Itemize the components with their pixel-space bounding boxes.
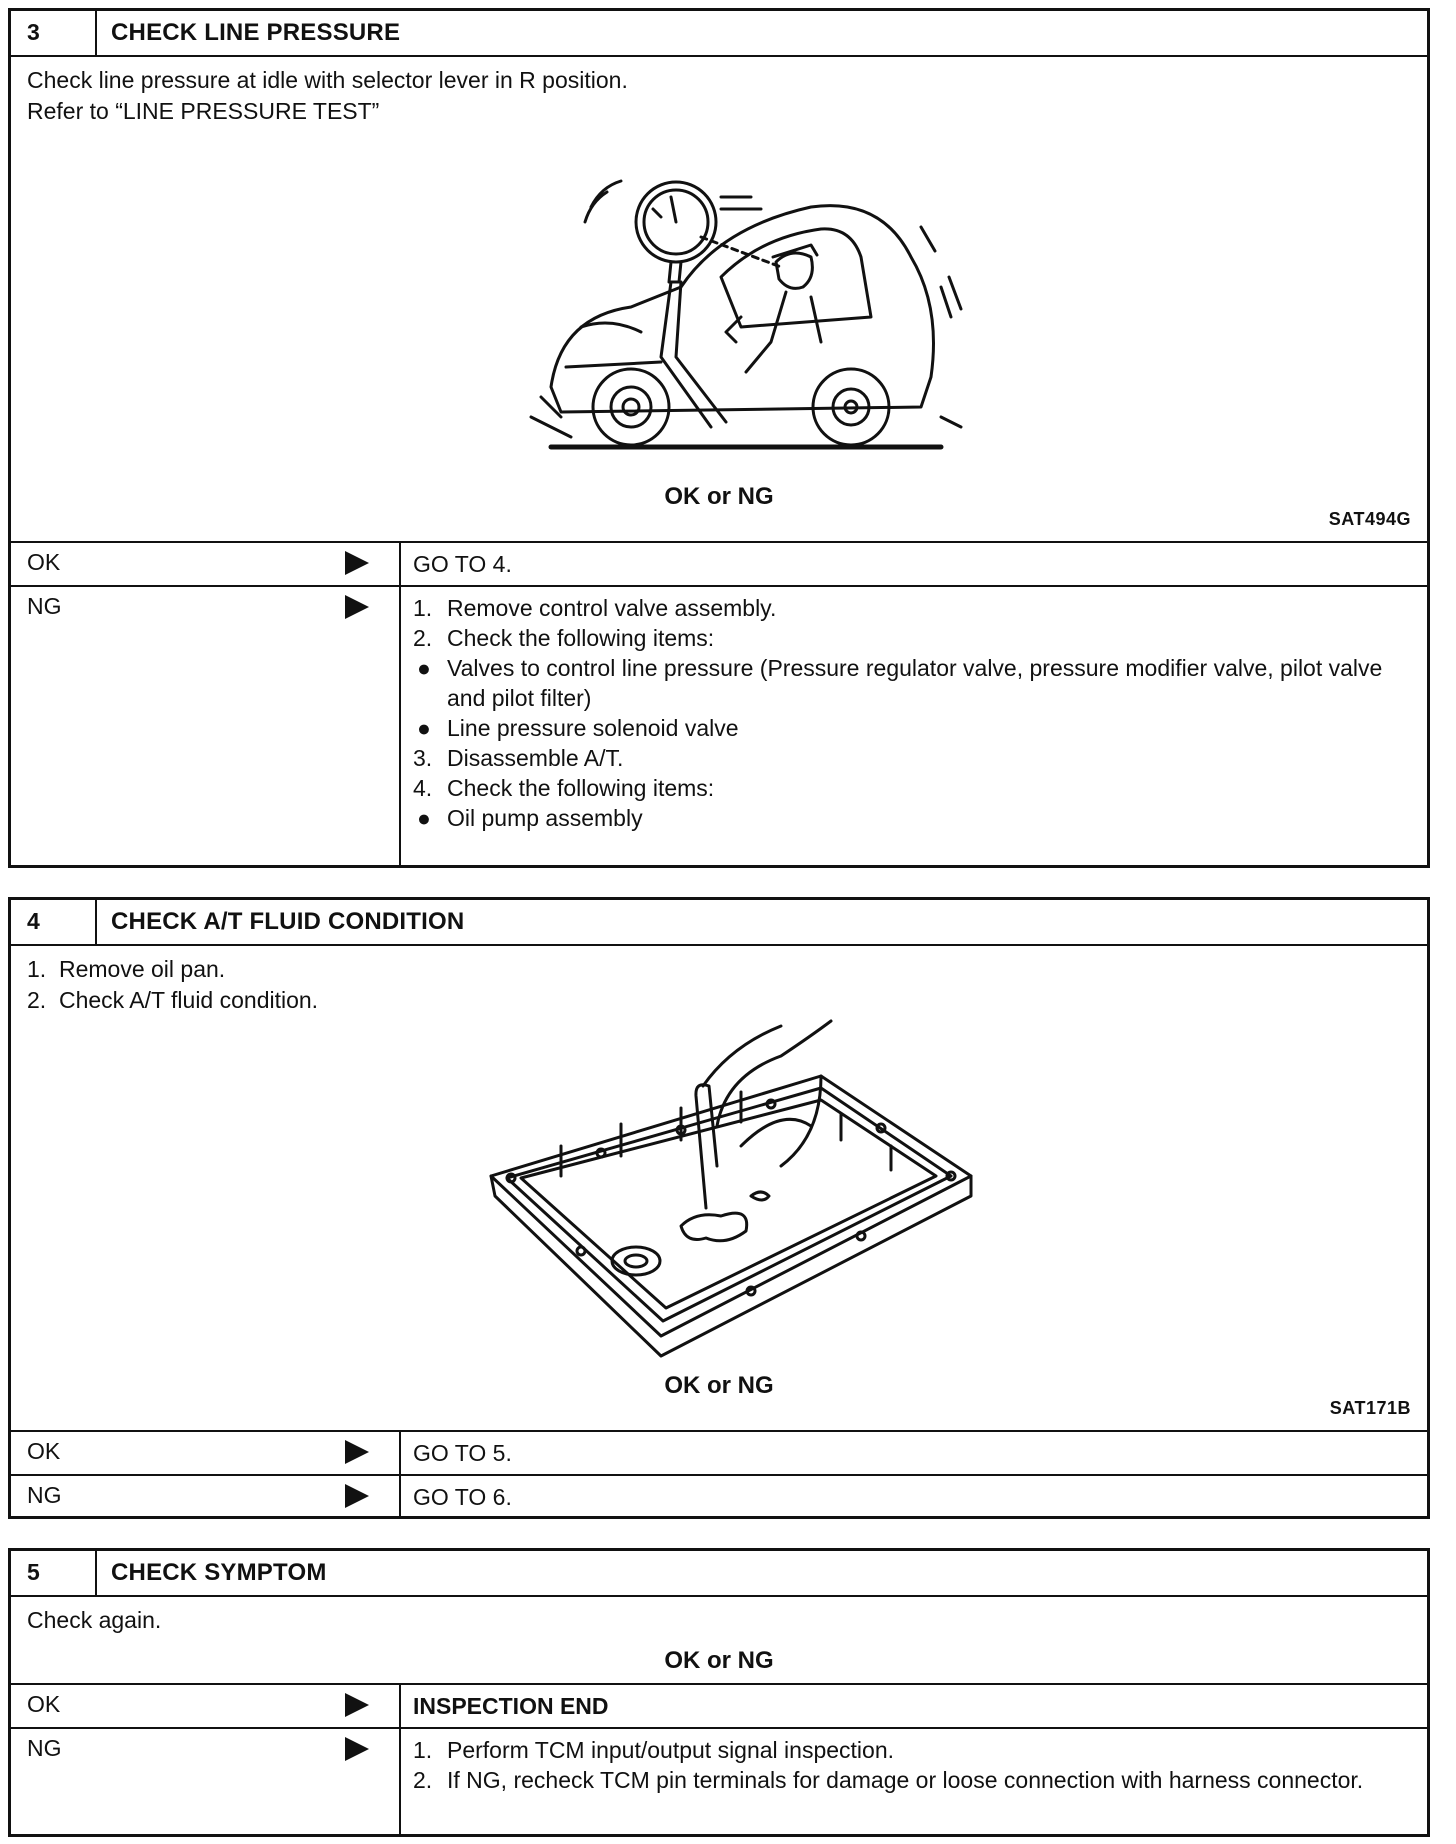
arrow-right-icon (345, 1737, 369, 1761)
ng-label: NG (27, 1735, 62, 1761)
oil-pan-illustration (489, 1019, 973, 1358)
step-3-ok-row: OK GO TO 4. (11, 543, 1427, 587)
ng-actions: 1. Remove control valve assembly. 2. Check… (413, 593, 1411, 833)
list-item: 4. Check the following items: (413, 773, 1411, 803)
list-marker: 2. (413, 1767, 433, 1793)
list-text: Line pressure solenoid valve (447, 715, 739, 741)
result-heading: OK or NG (664, 1372, 774, 1399)
step-4-content: 1. Remove oil pan. 2. Check A/T fluid co… (11, 946, 1427, 1432)
list-marker: 2. (413, 625, 433, 651)
ok-action: GO TO 4. (413, 551, 512, 577)
step-number: 5 (11, 1551, 97, 1595)
column-divider (399, 1685, 401, 1727)
image-code: SAT171B (1329, 1398, 1411, 1418)
ng-actions: 1. Perform TCM input/output signal inspec… (413, 1735, 1411, 1795)
step-3-ng-row: NG 1. Remove control valve assembly. 2. Ch… (11, 587, 1427, 865)
step-5-block: 5 CHECK SYMPTOM Check again. OK or NG OK… (8, 1548, 1430, 1837)
list-text: Remove control valve assembly. (447, 595, 777, 621)
list-marker: 4. (413, 775, 433, 801)
step-4-header: 4 CHECK A/T FLUID CONDITION (11, 900, 1427, 946)
line-pressure-test-illustration (529, 179, 963, 450)
list-text: Check the following items: (447, 775, 715, 801)
list-text: Oil pump assembly (447, 805, 643, 831)
instruction-line: 1. Remove oil pan. (27, 956, 226, 982)
instruction-line: Refer to “LINE PRESSURE TEST” (27, 98, 380, 124)
step-4-block: 4 CHECK A/T FLUID CONDITION 1. Remove oi… (8, 897, 1430, 1519)
list-text: Check the following items: (447, 625, 715, 651)
step-number: 4 (11, 900, 97, 944)
list-item: 1. Perform TCM input/output signal inspec… (413, 1735, 1411, 1765)
ng-action: GO TO 6. (413, 1484, 512, 1510)
step-5-ng-row: NG 1. Perform TCM input/output signal ins… (11, 1729, 1427, 1834)
column-divider (399, 1729, 401, 1834)
instruction-line: Check again. (27, 1607, 162, 1633)
list-item: 2. If NG, recheck TCM pin terminals for d… (413, 1765, 1411, 1795)
step-3-header: 3 CHECK LINE PRESSURE (11, 11, 1427, 57)
ng-action-list: 1. Perform TCM input/output signal inspec… (413, 1735, 1411, 1795)
result-heading: OK or NG (664, 1647, 774, 1674)
arrow-right-icon (345, 551, 369, 575)
step-number: 3 (11, 11, 97, 55)
step-3-block: 3 CHECK LINE PRESSURE Check line pressur… (8, 8, 1430, 868)
step-instructions: Check line pressure at idle with selecto… (27, 65, 628, 127)
step-title: CHECK SYMPTOM (111, 1559, 327, 1586)
ok-label: OK (27, 1691, 61, 1717)
step-title: CHECK LINE PRESSURE (111, 19, 401, 46)
ok-label: OK (27, 1438, 61, 1464)
step-5-content: Check again. OK or NG (11, 1597, 1427, 1685)
bullet-icon: ● (417, 655, 431, 681)
ng-label: NG (27, 593, 62, 619)
list-text: If NG, recheck TCM pin terminals for dam… (447, 1767, 1364, 1793)
result-heading: OK or NG (664, 483, 774, 510)
step-4-ng-row: NG GO TO 6. (11, 1476, 1427, 1516)
step-5-ok-row: OK INSPECTION END (11, 1685, 1427, 1729)
list-item: ● Valves to control line pressure (Pressu… (413, 653, 1411, 713)
list-item: 2. Check the following items: (413, 623, 1411, 653)
list-marker: 1. (413, 1737, 433, 1763)
step-3-content: Check line pressure at idle with selecto… (11, 57, 1427, 543)
instruction-line: 2. Check A/T fluid condition. (27, 987, 319, 1013)
list-item: ● Oil pump assembly (413, 803, 1411, 833)
ok-action: GO TO 5. (413, 1440, 512, 1466)
column-divider (399, 1432, 401, 1474)
ok-label: OK (27, 549, 61, 575)
list-text: Perform TCM input/output signal inspecti… (447, 1737, 895, 1763)
column-divider (399, 587, 401, 865)
arrow-right-icon (345, 1440, 369, 1464)
ok-action: INSPECTION END (413, 1693, 609, 1719)
list-text: Valves to control line pressure (Pressur… (447, 655, 1383, 711)
list-text: Disassemble A/T. (447, 745, 624, 771)
instruction-line: Check line pressure at idle with selecto… (27, 67, 628, 93)
list-item: ● Line pressure solenoid valve (413, 713, 1411, 743)
list-marker: 1. (413, 595, 433, 621)
arrow-right-icon (345, 595, 369, 619)
step-4-ok-row: OK GO TO 5. (11, 1432, 1427, 1476)
arrow-right-icon (345, 1484, 369, 1508)
step-title: CHECK A/T FLUID CONDITION (111, 908, 465, 935)
image-code: SAT494G (1328, 509, 1411, 529)
list-item: 3. Disassemble A/T. (413, 743, 1411, 773)
list-item: 1. Remove control valve assembly. (413, 593, 1411, 623)
column-divider (399, 543, 401, 585)
ng-label: NG (27, 1482, 62, 1508)
step-instructions: Check again. (27, 1605, 161, 1636)
list-marker: 3. (413, 745, 433, 771)
step-5-header: 5 CHECK SYMPTOM (11, 1551, 1427, 1597)
column-divider (399, 1476, 401, 1516)
arrow-right-icon (345, 1693, 369, 1717)
bullet-icon: ● (417, 715, 431, 741)
bullet-icon: ● (417, 805, 431, 831)
ng-action-list: 1. Remove control valve assembly. 2. Check… (413, 593, 1411, 833)
step-instructions: 1. Remove oil pan. 2. Check A/T fluid co… (27, 954, 318, 1016)
